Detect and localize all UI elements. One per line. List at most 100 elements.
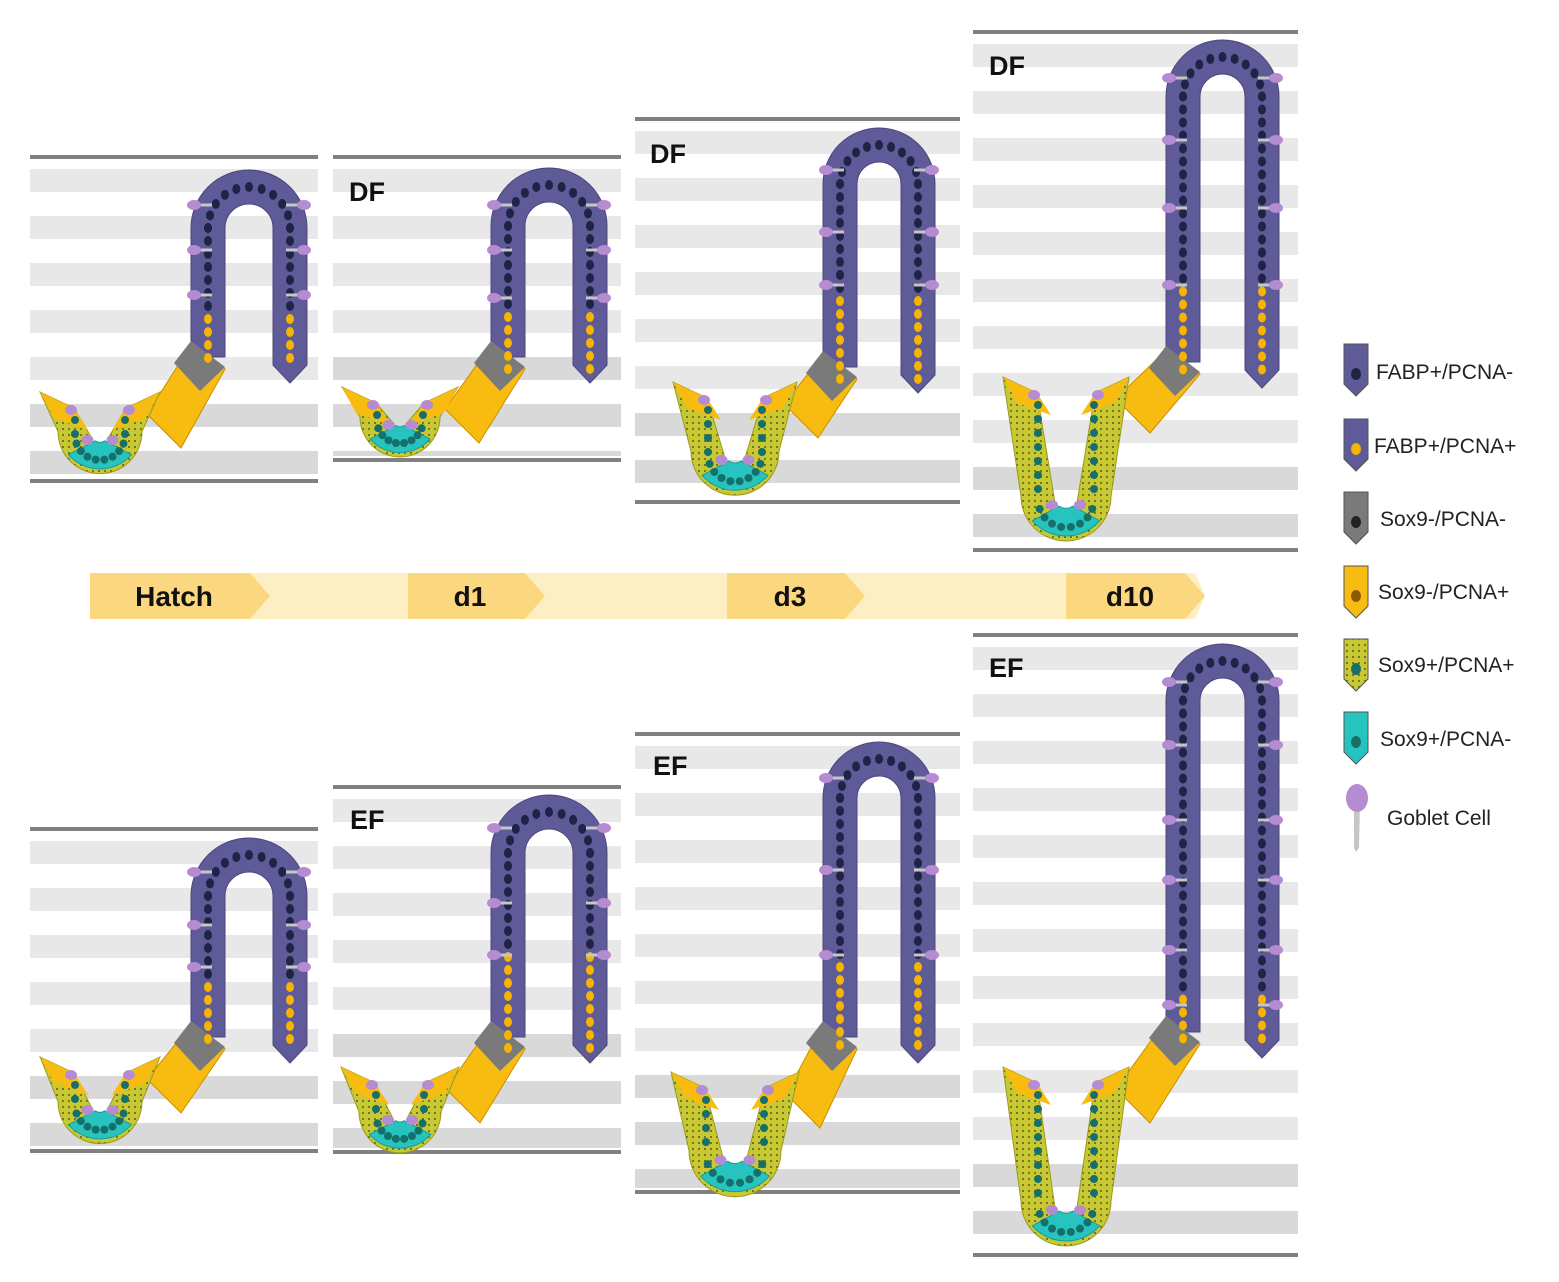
panel-stripe <box>973 835 1298 858</box>
goblet-cell <box>1028 390 1040 400</box>
sox9pos-nucleus <box>716 1175 725 1184</box>
fabp-nucleus <box>545 180 553 190</box>
pcna-nucleus <box>504 978 512 988</box>
fabp-nucleus <box>220 189 229 200</box>
goblet-cell <box>422 1080 434 1090</box>
fabp-nucleus <box>1179 903 1187 914</box>
fabp-nucleus <box>1241 59 1250 70</box>
villus-epithelium <box>190 837 308 1064</box>
goblet-cell <box>487 293 501 303</box>
fabp-nucleus <box>836 192 844 202</box>
sox9pos-nucleus <box>1048 1224 1056 1233</box>
fabp-nucleus <box>286 301 294 311</box>
sox9pos-nucleus <box>1034 1175 1042 1183</box>
fabp-nucleus <box>286 930 294 940</box>
fabp-nucleus <box>906 770 915 781</box>
fabp-nucleus <box>1179 981 1187 992</box>
sox9pos-nucleus <box>1090 1105 1098 1113</box>
pcna-nucleus <box>836 988 844 998</box>
fabp-nucleus <box>1258 143 1266 154</box>
fabp-nucleus <box>914 858 922 868</box>
sox9pos-nucleus <box>71 1081 79 1089</box>
fabp-nucleus <box>532 809 541 820</box>
fabp-nucleus <box>1258 273 1266 284</box>
panel-stripe <box>635 887 960 910</box>
pcna-nucleus <box>204 1034 212 1044</box>
goblet-cell <box>1092 1080 1104 1090</box>
sox9pos-nucleus <box>378 431 387 440</box>
pcna-nucleus <box>204 982 212 992</box>
pcna-nucleus <box>504 1004 512 1014</box>
fabp-nucleus <box>1258 981 1266 992</box>
legend-goblet-cell <box>1346 784 1368 812</box>
fabp-nucleus <box>914 257 922 267</box>
panel-stripe <box>973 1117 1298 1140</box>
fabp-nucleus <box>586 260 594 270</box>
pcna-nucleus <box>286 314 294 324</box>
panel-stripe <box>30 935 318 958</box>
pcna-nucleus <box>204 327 212 337</box>
fabp-nucleus <box>1258 104 1266 115</box>
fabp-nucleus <box>836 871 844 881</box>
pcna-nucleus <box>504 325 512 335</box>
fabp-nucleus <box>1179 786 1187 797</box>
pcna-nucleus <box>914 975 922 985</box>
crypt-base-sox9pos-pcnaneg <box>1031 505 1101 537</box>
goblet-cell <box>742 455 755 465</box>
goblet-cell <box>187 920 201 930</box>
sox9pos-nucleus <box>1090 1147 1098 1155</box>
goblet-cell <box>1046 1205 1058 1215</box>
fabp-nucleus <box>1179 916 1187 927</box>
sox9pos-nucleus <box>71 430 79 438</box>
goblet-cell <box>487 950 501 960</box>
pcna-nucleus <box>586 1030 594 1040</box>
fabp-nucleus <box>211 866 220 877</box>
fabp-nucleus <box>1179 234 1187 245</box>
fabp-nucleus <box>843 156 852 167</box>
fabp-nucleus <box>1258 786 1266 797</box>
sox9pos-nucleus <box>91 1125 100 1134</box>
legend-label-fabp-pcnapos: FABP+/PCNA+ <box>1374 435 1516 458</box>
goblet-cell <box>1162 677 1176 687</box>
sox9neg-pcnaneg-cells <box>174 1021 225 1071</box>
panel-stripe <box>30 216 318 239</box>
fabp-nucleus <box>204 943 212 953</box>
pcna-nucleus <box>586 1017 594 1027</box>
villus-epithelium <box>1165 643 1280 1059</box>
fabp-nucleus <box>1258 195 1266 206</box>
fabp-nucleus <box>1179 773 1187 784</box>
crypt-villus-unit <box>1002 39 1283 542</box>
pcna-nucleus <box>914 962 922 972</box>
goblet-cell <box>81 1105 94 1115</box>
panel-stripe <box>333 893 621 916</box>
panel-stripe <box>635 981 960 1004</box>
fabp-nucleus <box>897 761 906 772</box>
goblet-cell <box>760 395 772 405</box>
goblet-cell <box>187 290 201 300</box>
goblet-cell <box>925 950 939 960</box>
goblet-cell <box>1162 73 1176 83</box>
fabp-nucleus <box>504 299 512 309</box>
sox9pos-nucleus <box>1034 401 1042 409</box>
fabp-nucleus <box>1258 169 1266 180</box>
fabp-nucleus <box>1179 747 1187 758</box>
pcna-nucleus <box>204 314 212 324</box>
sox9pos-nucleus <box>702 1124 710 1132</box>
panel-label-df-d1: DF <box>349 177 385 207</box>
sox9pos-nucleus <box>1034 1105 1042 1113</box>
pcna-nucleus <box>504 965 512 975</box>
fabp-nucleus <box>1179 91 1187 102</box>
fabp-nucleus <box>1179 695 1187 706</box>
fabp-nucleus <box>557 809 566 820</box>
fabp-nucleus <box>504 913 512 923</box>
sox9pos-nucleus <box>1090 1119 1098 1127</box>
fabp-nucleus <box>511 823 520 834</box>
goblet-cell <box>597 200 611 210</box>
fabp-nucleus <box>1258 260 1266 271</box>
fabp-nucleus <box>914 218 922 228</box>
sox9pos-nucleus <box>420 1105 428 1113</box>
legend-label-sox9neg-pcnaneg: Sox9-/PCNA- <box>1380 508 1506 531</box>
sox9pos-nucleus <box>372 1105 380 1113</box>
sox9pos-nucleus <box>372 1091 380 1099</box>
fabp-nucleus <box>1256 79 1265 90</box>
